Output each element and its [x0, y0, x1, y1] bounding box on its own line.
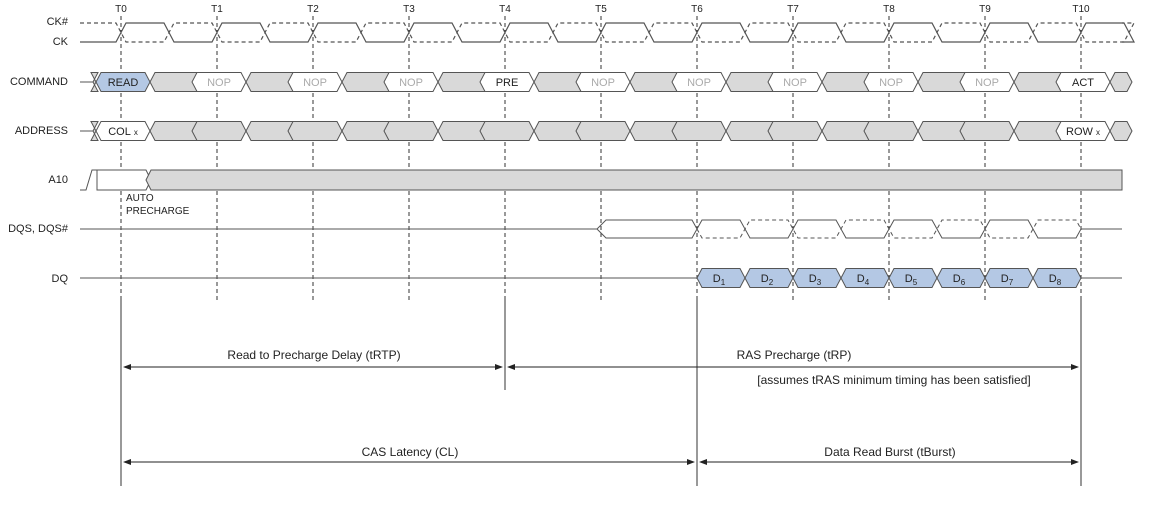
- dq-bus: D1 D2 D3 D4 D5 D6 D7 D8: [80, 268, 1122, 288]
- command-tail: [1109, 72, 1133, 92]
- trtp-label: Read to Precharge Delay (tRTP): [227, 348, 400, 362]
- tburst-arrow-head-left: [699, 459, 707, 465]
- cl-arrow-head-right: [687, 459, 695, 465]
- clock-waveform: [80, 22, 1135, 43]
- address-cell-t8: [863, 121, 919, 141]
- address-cell-t5: [575, 121, 631, 141]
- interval-markers: [123, 364, 1079, 465]
- trp-label: RAS Precharge (tRP): [737, 348, 852, 362]
- command-cell-text-t0: READ: [108, 77, 139, 89]
- a10-high-cell: [96, 169, 152, 191]
- tburst-label: Data Read Burst (tBurst): [824, 445, 955, 459]
- dq-cell-text-7: D7: [1001, 273, 1014, 287]
- ck-label: CK: [53, 36, 69, 48]
- tick-label-t2: T2: [307, 4, 319, 15]
- clock-guide-lines: [120, 16, 1082, 486]
- command-cell-text-t1: NOP: [207, 77, 231, 89]
- ck-n-label: CK#: [47, 16, 69, 28]
- dq-cell-text-5: D5: [905, 273, 918, 287]
- trtp-arrow-head-right: [495, 364, 503, 370]
- command-cell-text-t8: NOP: [879, 77, 903, 89]
- command-bus: READ NOP NOP NOP PRE NOP NOP NOP NOP NOP ACT: [80, 72, 1133, 92]
- dqs-preamble: [596, 219, 698, 239]
- dqs-n-wave: [696, 219, 1082, 239]
- address-label: ADDRESS: [15, 125, 68, 137]
- command-cell-text-t7: NOP: [783, 77, 807, 89]
- tick-label-t1: T1: [211, 4, 223, 15]
- trtp-arrow-head-left: [123, 364, 131, 370]
- cl-arrow-head-left: [123, 459, 131, 465]
- tick-label-t3: T3: [403, 4, 415, 15]
- tras-note: [assumes tRAS minimum timing has been sa…: [757, 373, 1030, 387]
- tick-label-t8: T8: [883, 4, 895, 15]
- command-cell-text-t3: NOP: [399, 77, 423, 89]
- command-cell-text-t6: NOP: [687, 77, 711, 89]
- dq-cell-text-2: D2: [761, 273, 774, 287]
- address-cell-t6: [671, 121, 727, 141]
- cl-label: CAS Latency (CL): [362, 445, 459, 459]
- command-cell-text-t9: NOP: [975, 77, 999, 89]
- trp-arrow-head-right: [1071, 364, 1079, 370]
- dq-cell-text-1: D1: [713, 273, 726, 287]
- address-cell-t2: [287, 121, 343, 141]
- ck-wave: [80, 22, 1135, 43]
- tick-label-t9: T9: [979, 4, 991, 15]
- a10-waveform: [80, 169, 1123, 191]
- command-cell-text-t10: ACT: [1072, 77, 1094, 89]
- dqs-waveform: [80, 219, 1122, 239]
- trp-arrow-head-left: [507, 364, 515, 370]
- address-tail: [1109, 121, 1133, 141]
- tick-label-t4: T4: [499, 4, 511, 15]
- auto-precharge-line2: PRECHARGE: [126, 206, 190, 217]
- command-label: COMMAND: [10, 76, 68, 88]
- dq-label: DQ: [52, 273, 69, 285]
- tburst-arrow-head-right: [1071, 459, 1079, 465]
- command-cell-text-t4: PRE: [496, 77, 519, 89]
- tick-label-t0: T0: [115, 4, 127, 15]
- address-cell-t7: [767, 121, 823, 141]
- dq-cell-text-6: D6: [953, 273, 966, 287]
- auto-precharge-line1: AUTO: [126, 193, 154, 204]
- dq-cell-text-8: D8: [1049, 273, 1062, 287]
- address-cell-t1: [191, 121, 247, 141]
- dq-cell-text-4: D4: [857, 273, 870, 287]
- dq-cell-text-3: D3: [809, 273, 822, 287]
- address-cell-t3: [383, 121, 439, 141]
- command-cell-text-t5: NOP: [591, 77, 615, 89]
- command-cell-text-t2: NOP: [303, 77, 327, 89]
- clock-tick-labels: T0 T1 T2 T3 T4 T5 T6 T7 T8 T9 T10: [115, 4, 1090, 15]
- tick-label-t6: T6: [691, 4, 703, 15]
- address-cell-t9: [959, 121, 1015, 141]
- tick-label-t7: T7: [787, 4, 799, 15]
- address-cell-t4: [479, 121, 535, 141]
- dqs-label: DQS, DQS#: [8, 223, 69, 235]
- tick-label-t10: T10: [1072, 4, 1090, 15]
- a10-dont-care: [145, 169, 1123, 191]
- a10-label: A10: [48, 174, 68, 186]
- ck-n-wave: [80, 22, 1135, 43]
- tick-label-t5: T5: [595, 4, 607, 15]
